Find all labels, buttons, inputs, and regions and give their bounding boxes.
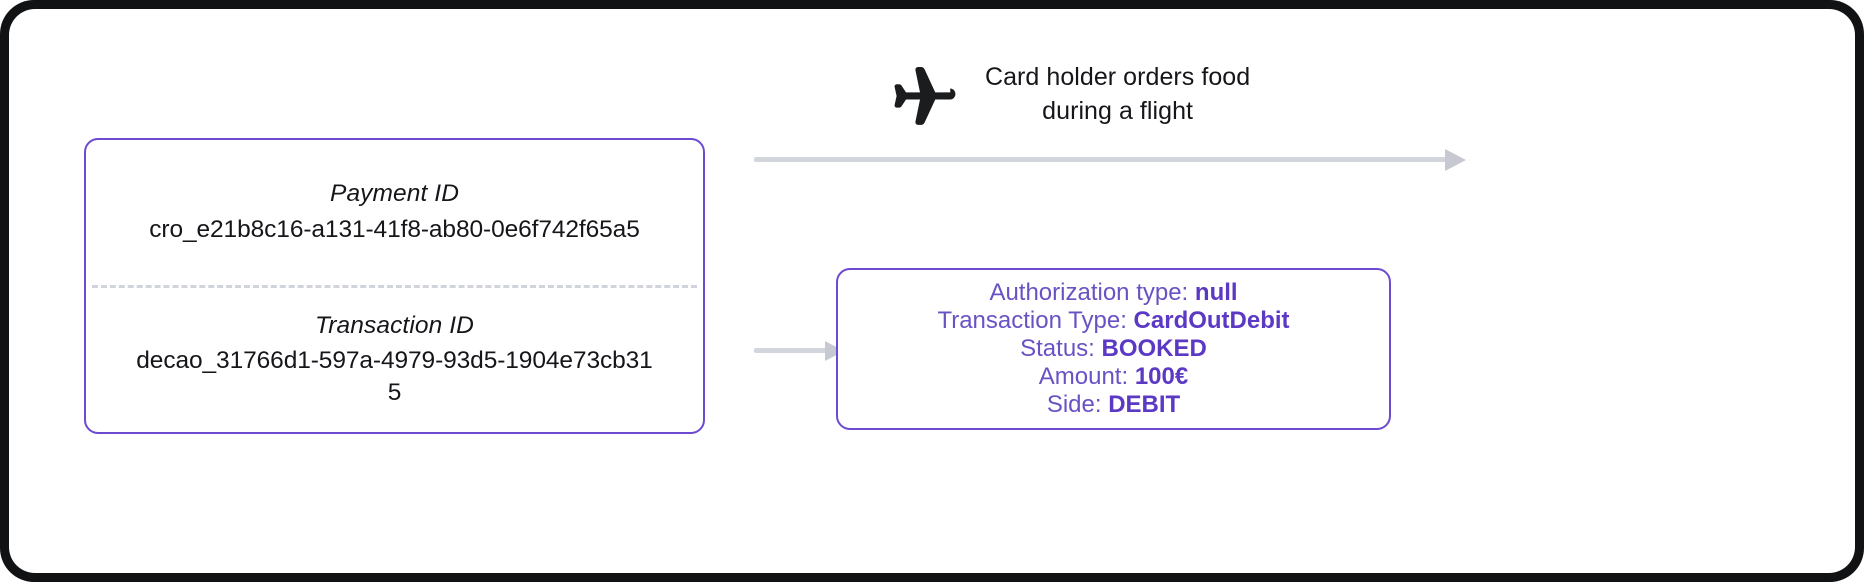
detail-value: 100€ <box>1134 362 1189 390</box>
flow-arrow-right <box>754 149 1466 171</box>
flow-arrow-head-icon <box>1445 149 1466 171</box>
detail-row: Status: BOOKED <box>1020 335 1207 363</box>
transaction-id-section: Transaction ID decao_31766d1-597a-4979-9… <box>86 288 703 433</box>
detail-label: Side: <box>1046 390 1102 418</box>
detail-label: Amount: <box>1038 362 1129 390</box>
detail-arrow-shaft <box>754 348 826 353</box>
detail-value: CardOutDebit <box>1133 307 1290 335</box>
scenario-caption: Card holder orders food during a flight <box>985 63 1251 125</box>
payment-id-value: cro_e21b8c16-a131-41f8-ab80-0e6f742f65a5 <box>149 215 640 243</box>
detail-value: null <box>1194 279 1238 307</box>
detail-label: Status: <box>1020 335 1095 363</box>
airplane-icon <box>894 67 956 125</box>
diagram-canvas: Payment ID cro_e21b8c16-a131-41f8-ab80-0… <box>9 9 1855 573</box>
detail-row: Amount: 100€ <box>1039 363 1188 391</box>
detail-arrow <box>754 341 844 361</box>
detail-row: Transaction Type: CardOutDebit <box>937 307 1289 335</box>
detail-value: BOOKED <box>1101 335 1207 363</box>
transaction-detail-panel: Authorization type: null Transaction Typ… <box>836 268 1391 430</box>
transaction-id-label: Transaction ID <box>315 311 474 339</box>
transaction-id-value: decao_31766d1-597a-4979-93d5-1904e73cb31… <box>136 346 653 407</box>
flow-arrow-shaft <box>754 157 1447 162</box>
detail-row: Side: DEBIT <box>1047 391 1180 419</box>
scenario-group: Card holder orders food during a flight <box>881 55 1250 133</box>
payment-id-label: Payment ID <box>330 180 459 208</box>
detail-row: Authorization type: null <box>989 279 1237 307</box>
detail-label: Authorization type: <box>989 279 1189 307</box>
card-dashed-divider <box>92 284 697 288</box>
payment-id-section: Payment ID cro_e21b8c16-a131-41f8-ab80-0… <box>86 140 703 285</box>
detail-value: DEBIT <box>1108 390 1181 418</box>
identifier-card: Payment ID cro_e21b8c16-a131-41f8-ab80-0… <box>84 138 705 434</box>
detail-label: Transaction Type: <box>937 307 1127 335</box>
